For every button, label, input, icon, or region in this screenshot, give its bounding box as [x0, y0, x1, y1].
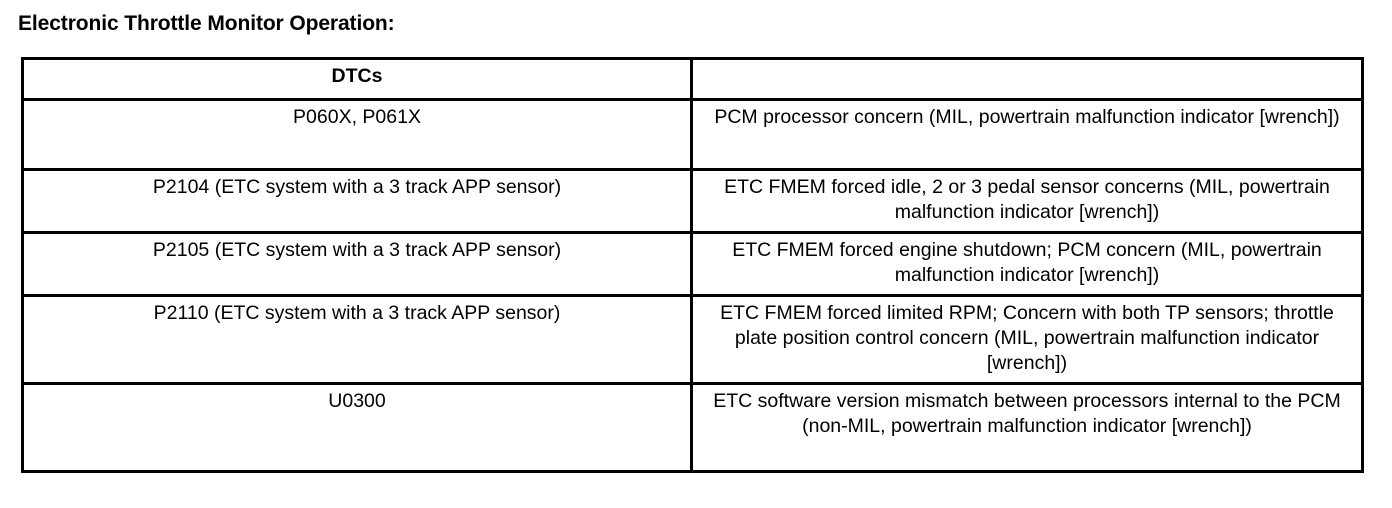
table-row: P2105 (ETC system with a 3 track APP sen… — [21, 231, 1364, 297]
cell-description: ETC FMEM forced idle, 2 or 3 pedal senso… — [690, 168, 1364, 234]
cell-dtc: P060X, P061X — [21, 98, 693, 171]
cell-description: ETC FMEM forced limited RPM; Concern wit… — [690, 294, 1364, 385]
cell-dtc: P2104 (ETC system with a 3 track APP sen… — [21, 168, 693, 234]
table-row: P2104 (ETC system with a 3 track APP sen… — [21, 168, 1364, 234]
cell-description: ETC FMEM forced engine shutdown; PCM con… — [690, 231, 1364, 297]
table-header-row: DTCs — [21, 57, 1364, 101]
cell-dtc: P2105 (ETC system with a 3 track APP sen… — [21, 231, 693, 297]
column-header-dtcs: DTCs — [21, 57, 693, 101]
table-row: P2110 (ETC system with a 3 track APP sen… — [21, 294, 1364, 385]
column-header-description — [690, 57, 1364, 101]
page-title: Electronic Throttle Monitor Operation: — [18, 12, 395, 35]
cell-dtc: U0300 — [21, 382, 693, 473]
table-row: P060X, P061X PCM processor concern (MIL,… — [21, 98, 1364, 171]
table-row: U0300 ETC software version mismatch betw… — [21, 382, 1364, 473]
cell-dtc: P2110 (ETC system with a 3 track APP sen… — [21, 294, 693, 385]
cell-description: PCM processor concern (MIL, powertrain m… — [690, 98, 1364, 171]
dtc-table: DTCs P060X, P061X PCM processor concern … — [21, 57, 1364, 473]
cell-description: ETC software version mismatch between pr… — [690, 382, 1364, 473]
